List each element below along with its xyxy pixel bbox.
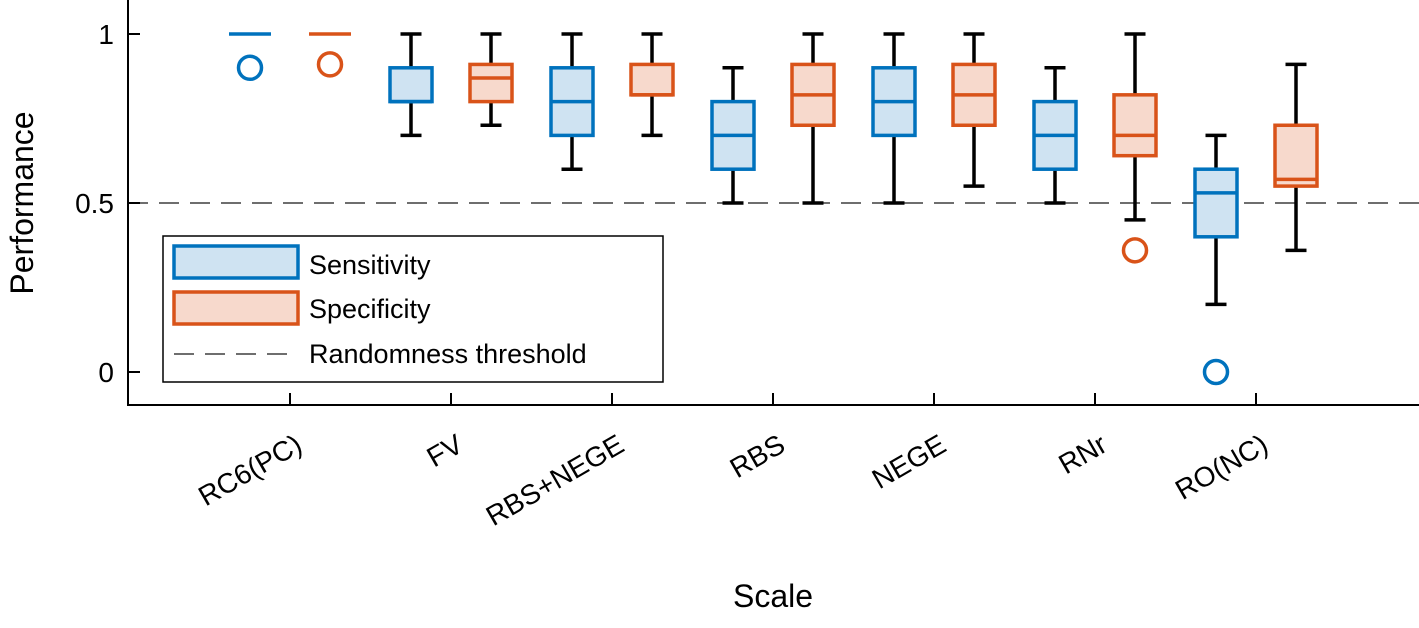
y-tick-label-0-5: 0.5 [75, 188, 114, 219]
box-specificity-fv [468, 32, 514, 128]
box-specificity-rc6-pc [309, 32, 351, 78]
box-sensitivity-nege [871, 32, 917, 205]
x-tick-label-rnr: RNr [1053, 428, 1112, 480]
box-specificity-rbs [790, 32, 836, 205]
series-specificity [309, 32, 1319, 264]
box-specificity-fv-iqr [468, 62, 514, 104]
legend-label-specificity: Specificity [309, 294, 431, 324]
box-sensitivity-rc6-pc [229, 32, 271, 82]
boxes-layer [229, 32, 1319, 386]
x-tick-label-ro-nc: RO(NC) [1170, 428, 1273, 505]
box-sensitivity-ro-nc [1193, 133, 1239, 386]
box-specificity-rnr [1112, 32, 1158, 264]
box-sensitivity-ro-nc-outlier-0 [1202, 358, 1230, 386]
box-specificity-ro-nc-iqr [1273, 123, 1319, 188]
box-specificity-rbs-nege-iqr [629, 62, 675, 97]
box-specificity-nege [951, 32, 997, 188]
box-sensitivity-ro-nc-iqr [1193, 167, 1239, 239]
x-ticks: RC6(PC) FV RBS+NEGE RBS NEGE RNr RO(NC) [193, 393, 1273, 532]
box-specificity-rnr-outlier-0 [1121, 237, 1149, 264]
x-tick-label-fv: FV [422, 428, 469, 473]
series-sensitivity [229, 32, 1239, 386]
x-tick-label-nege: NEGE [867, 428, 951, 495]
x-tick-label-rc6-pc: RC6(PC) [193, 428, 307, 512]
y-tick-label-1: 1 [98, 19, 114, 50]
box-specificity-rbs-nege [629, 32, 675, 138]
x-axis-title: Scale [733, 578, 813, 614]
legend: Sensitivity Specificity Randomness thres… [162, 235, 664, 383]
y-axis-title: Performance [4, 111, 40, 294]
box-sensitivity-fv [388, 32, 434, 138]
box-specificity-ro-nc [1273, 62, 1319, 253]
legend-label-sensitivity: Sensitivity [309, 250, 431, 280]
x-tick-label-rbs: RBS [725, 428, 790, 484]
legend-label-threshold: Randomness threshold [309, 339, 587, 369]
box-specificity-rc6-pc-outlier-0 [316, 51, 344, 78]
box-sensitivity-rbs [710, 66, 756, 205]
box-sensitivity-rnr [1032, 66, 1078, 205]
y-tick-label-0: 0 [98, 357, 114, 388]
box-sensitivity-rbs-nege [549, 32, 595, 171]
x-tick-label-rbs-nege: RBS+NEGE [481, 428, 629, 531]
legend-swatch-specificity [172, 290, 300, 326]
legend-swatch-sensitivity [172, 244, 300, 280]
box-sensitivity-fv-iqr [388, 66, 434, 104]
box-specificity-rnr-iqr [1112, 93, 1158, 158]
y-ticks: 00.51 [75, 19, 140, 388]
box-sensitivity-rc6-pc-outlier-0 [236, 54, 264, 82]
